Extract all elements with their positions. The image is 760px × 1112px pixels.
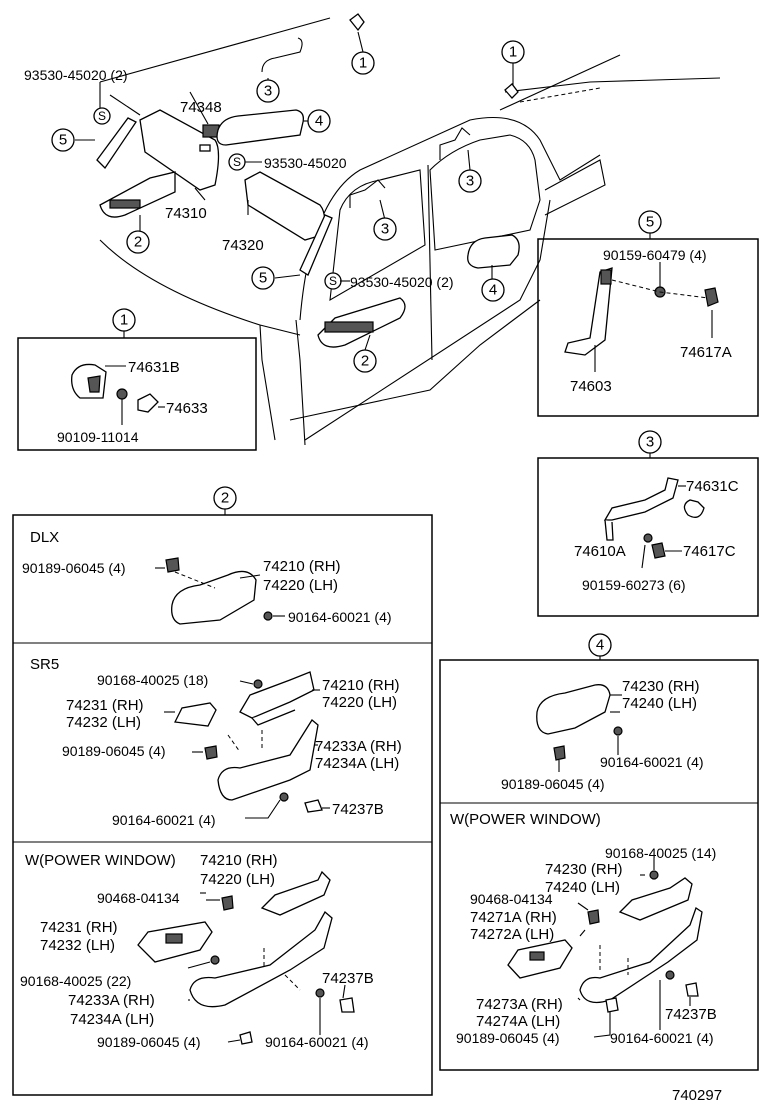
callout-3-right: 3 (466, 173, 474, 190)
pw-right-label-74272a: 74272A (LH) (470, 926, 554, 943)
callout-1-top: 1 (359, 55, 367, 72)
dlx-section: DLX 90189-06045 (4) 74210 (RH) 74220 (LH… (22, 529, 392, 625)
panel-1-callout: 1 (120, 312, 128, 329)
pw-left-label-74237b: 74237B (322, 970, 374, 987)
main-callout-markers: 1 1 3 4 5 2 3 3 5 4 2 (51, 40, 525, 373)
sr5-label-74231: 74231 (RH) (66, 697, 144, 714)
label-bolt-center: 93530-45020 (264, 155, 347, 171)
panel-2-callout: 2 (221, 490, 229, 507)
sr5-label-74232: 74232 (LH) (66, 714, 141, 731)
pw-left-label-74232: 74232 (LH) (40, 937, 115, 954)
label-74617c: 74617C (683, 543, 736, 560)
callout-3-top: 3 (264, 83, 272, 100)
p4-label-74230: 74230 (RH) (622, 678, 700, 695)
panel-4-callout: 4 (596, 637, 604, 654)
pw-section-left: W(POWER WINDOW) 74210 (RH) 74220 (LH) (20, 852, 374, 1050)
panel-3: 3 74631C 74610A 74617C 90159-60273 (6) (537, 430, 759, 617)
label-74631c: 74631C (686, 478, 739, 495)
p4-label-90164: 90164-60021 (4) (600, 754, 704, 770)
pw-right-label-74230: 74230 (RH) (545, 861, 623, 878)
callout-2-door: 2 (361, 353, 369, 370)
dlx-label-74210: 74210 (RH) (263, 558, 341, 575)
pw-right-label-74240: 74240 (LH) (545, 879, 620, 896)
panel-5: 5 90159-60479 (4) 74617A 74603 (537, 210, 759, 417)
dlx-title: DLX (30, 529, 59, 546)
callout-5-mid: 5 (259, 270, 267, 287)
panel-4: 4 74230 (RH) 74240 (LH) 90164-60021 (4) … (439, 633, 759, 1071)
panel-3-callout: 3 (646, 434, 654, 451)
callout-2-left: 2 (134, 234, 142, 251)
vehicle-interior-illustration (75, 13, 721, 446)
pw-left-label-74231: 74231 (RH) (40, 919, 118, 936)
p4-label-90189: 90189-06045 (4) (501, 776, 605, 792)
pw-left-label-74234a: 74234A (LH) (70, 1011, 154, 1028)
pw-right-label-90468: 90468-04134 (470, 891, 553, 907)
label-74603: 74603 (570, 378, 612, 395)
callout-1-right: 1 (509, 44, 517, 61)
pw-right-label-90164: 90164-60021 (4) (610, 1030, 714, 1046)
label-bolt-left: 93530-45020 (2) (24, 67, 128, 83)
label-74320: 74320 (222, 237, 264, 254)
label-74310: 74310 (165, 205, 207, 222)
pw-left-title: W(POWER WINDOW) (25, 852, 176, 869)
pw-right-label-74274a: 74274A (LH) (476, 1013, 560, 1030)
callout-3-mid: 3 (381, 221, 389, 238)
pw-right-label-90189: 90189-06045 (4) (456, 1030, 560, 1046)
sr5-label-90168: 90168-40025 (18) (97, 672, 208, 688)
panel-4-standard: 74230 (RH) 74240 (LH) 90164-60021 (4) 90… (501, 678, 704, 792)
dlx-label-90164: 90164-60021 (4) (288, 609, 392, 625)
label-90159-60273: 90159-60273 (6) (582, 577, 686, 593)
panel-2: 2 DLX 90189-06045 (4) 74210 (RH) 74220 (… (12, 486, 433, 1096)
main-part-labels: 93530-45020 (2) S 74348 S 93530-45020 74… (24, 67, 454, 290)
pw-right-label-74271a: 74271A (RH) (470, 909, 557, 926)
sr5-label-74233a: 74233A (RH) (315, 738, 402, 755)
label-90159-60479: 90159-60479 (4) (603, 247, 707, 263)
pw-right-label-90168: 90168-40025 (14) (605, 845, 716, 861)
sr5-label-90164: 90164-60021 (4) (112, 812, 216, 828)
pw-left-label-90468: 90468-04134 (97, 890, 180, 906)
s-mark-lower: S (329, 274, 337, 288)
label-bolt-lower: 93530-45020 (2) (350, 274, 454, 290)
diagram-id: 740297 (672, 1087, 722, 1104)
label-74633: 74633 (166, 400, 208, 417)
pw-left-label-74210: 74210 (RH) (200, 852, 278, 869)
dlx-label-90189: 90189-06045 (4) (22, 560, 126, 576)
sr5-label-74234a: 74234A (LH) (315, 755, 399, 772)
sr5-label-74237b: 74237B (332, 801, 384, 818)
pw-left-label-90164: 90164-60021 (4) (265, 1034, 369, 1050)
callout-4-top: 4 (315, 113, 323, 130)
dlx-label-74220: 74220 (LH) (263, 577, 338, 594)
sr5-section: SR5 90168-40025 (18) 74210 (RH) 74220 (L… (30, 656, 402, 828)
s-mark-left: S (98, 109, 106, 123)
label-74617a: 74617A (680, 344, 732, 361)
p4-label-74240: 74240 (LH) (622, 695, 697, 712)
panel-4-power-window: W(POWER WINDOW) 90168-40025 (14) 74230 (… (450, 811, 717, 1046)
label-90109-11014: 90109-11014 (57, 429, 139, 445)
sr5-label-74210: 74210 (RH) (322, 677, 400, 694)
label-74631b: 74631B (128, 359, 180, 376)
pw-left-label-90168: 90168-40025 (22) (20, 973, 131, 989)
pw-right-label-74237b: 74237B (665, 1006, 717, 1023)
callout-4-door: 4 (489, 282, 497, 299)
pw-right-title: W(POWER WINDOW) (450, 811, 601, 828)
sr5-label-74220: 74220 (LH) (322, 694, 397, 711)
label-74610a: 74610A (574, 543, 626, 560)
callout-5-left: 5 (59, 132, 67, 149)
s-mark-center: S (233, 155, 241, 169)
panel-5-callout: 5 (646, 214, 654, 231)
panel-1: 1 74631B 74633 90109-11014 (17, 308, 257, 451)
sr5-label-90189: 90189-06045 (4) (62, 743, 166, 759)
pw-left-label-74233a: 74233A (RH) (68, 992, 155, 1009)
pw-left-label-90189: 90189-06045 (4) (97, 1034, 201, 1050)
pw-right-label-74273a: 74273A (RH) (476, 996, 563, 1013)
label-74348: 74348 (180, 99, 222, 116)
sr5-title: SR5 (30, 656, 59, 673)
pw-left-label-74220: 74220 (LH) (200, 871, 275, 888)
